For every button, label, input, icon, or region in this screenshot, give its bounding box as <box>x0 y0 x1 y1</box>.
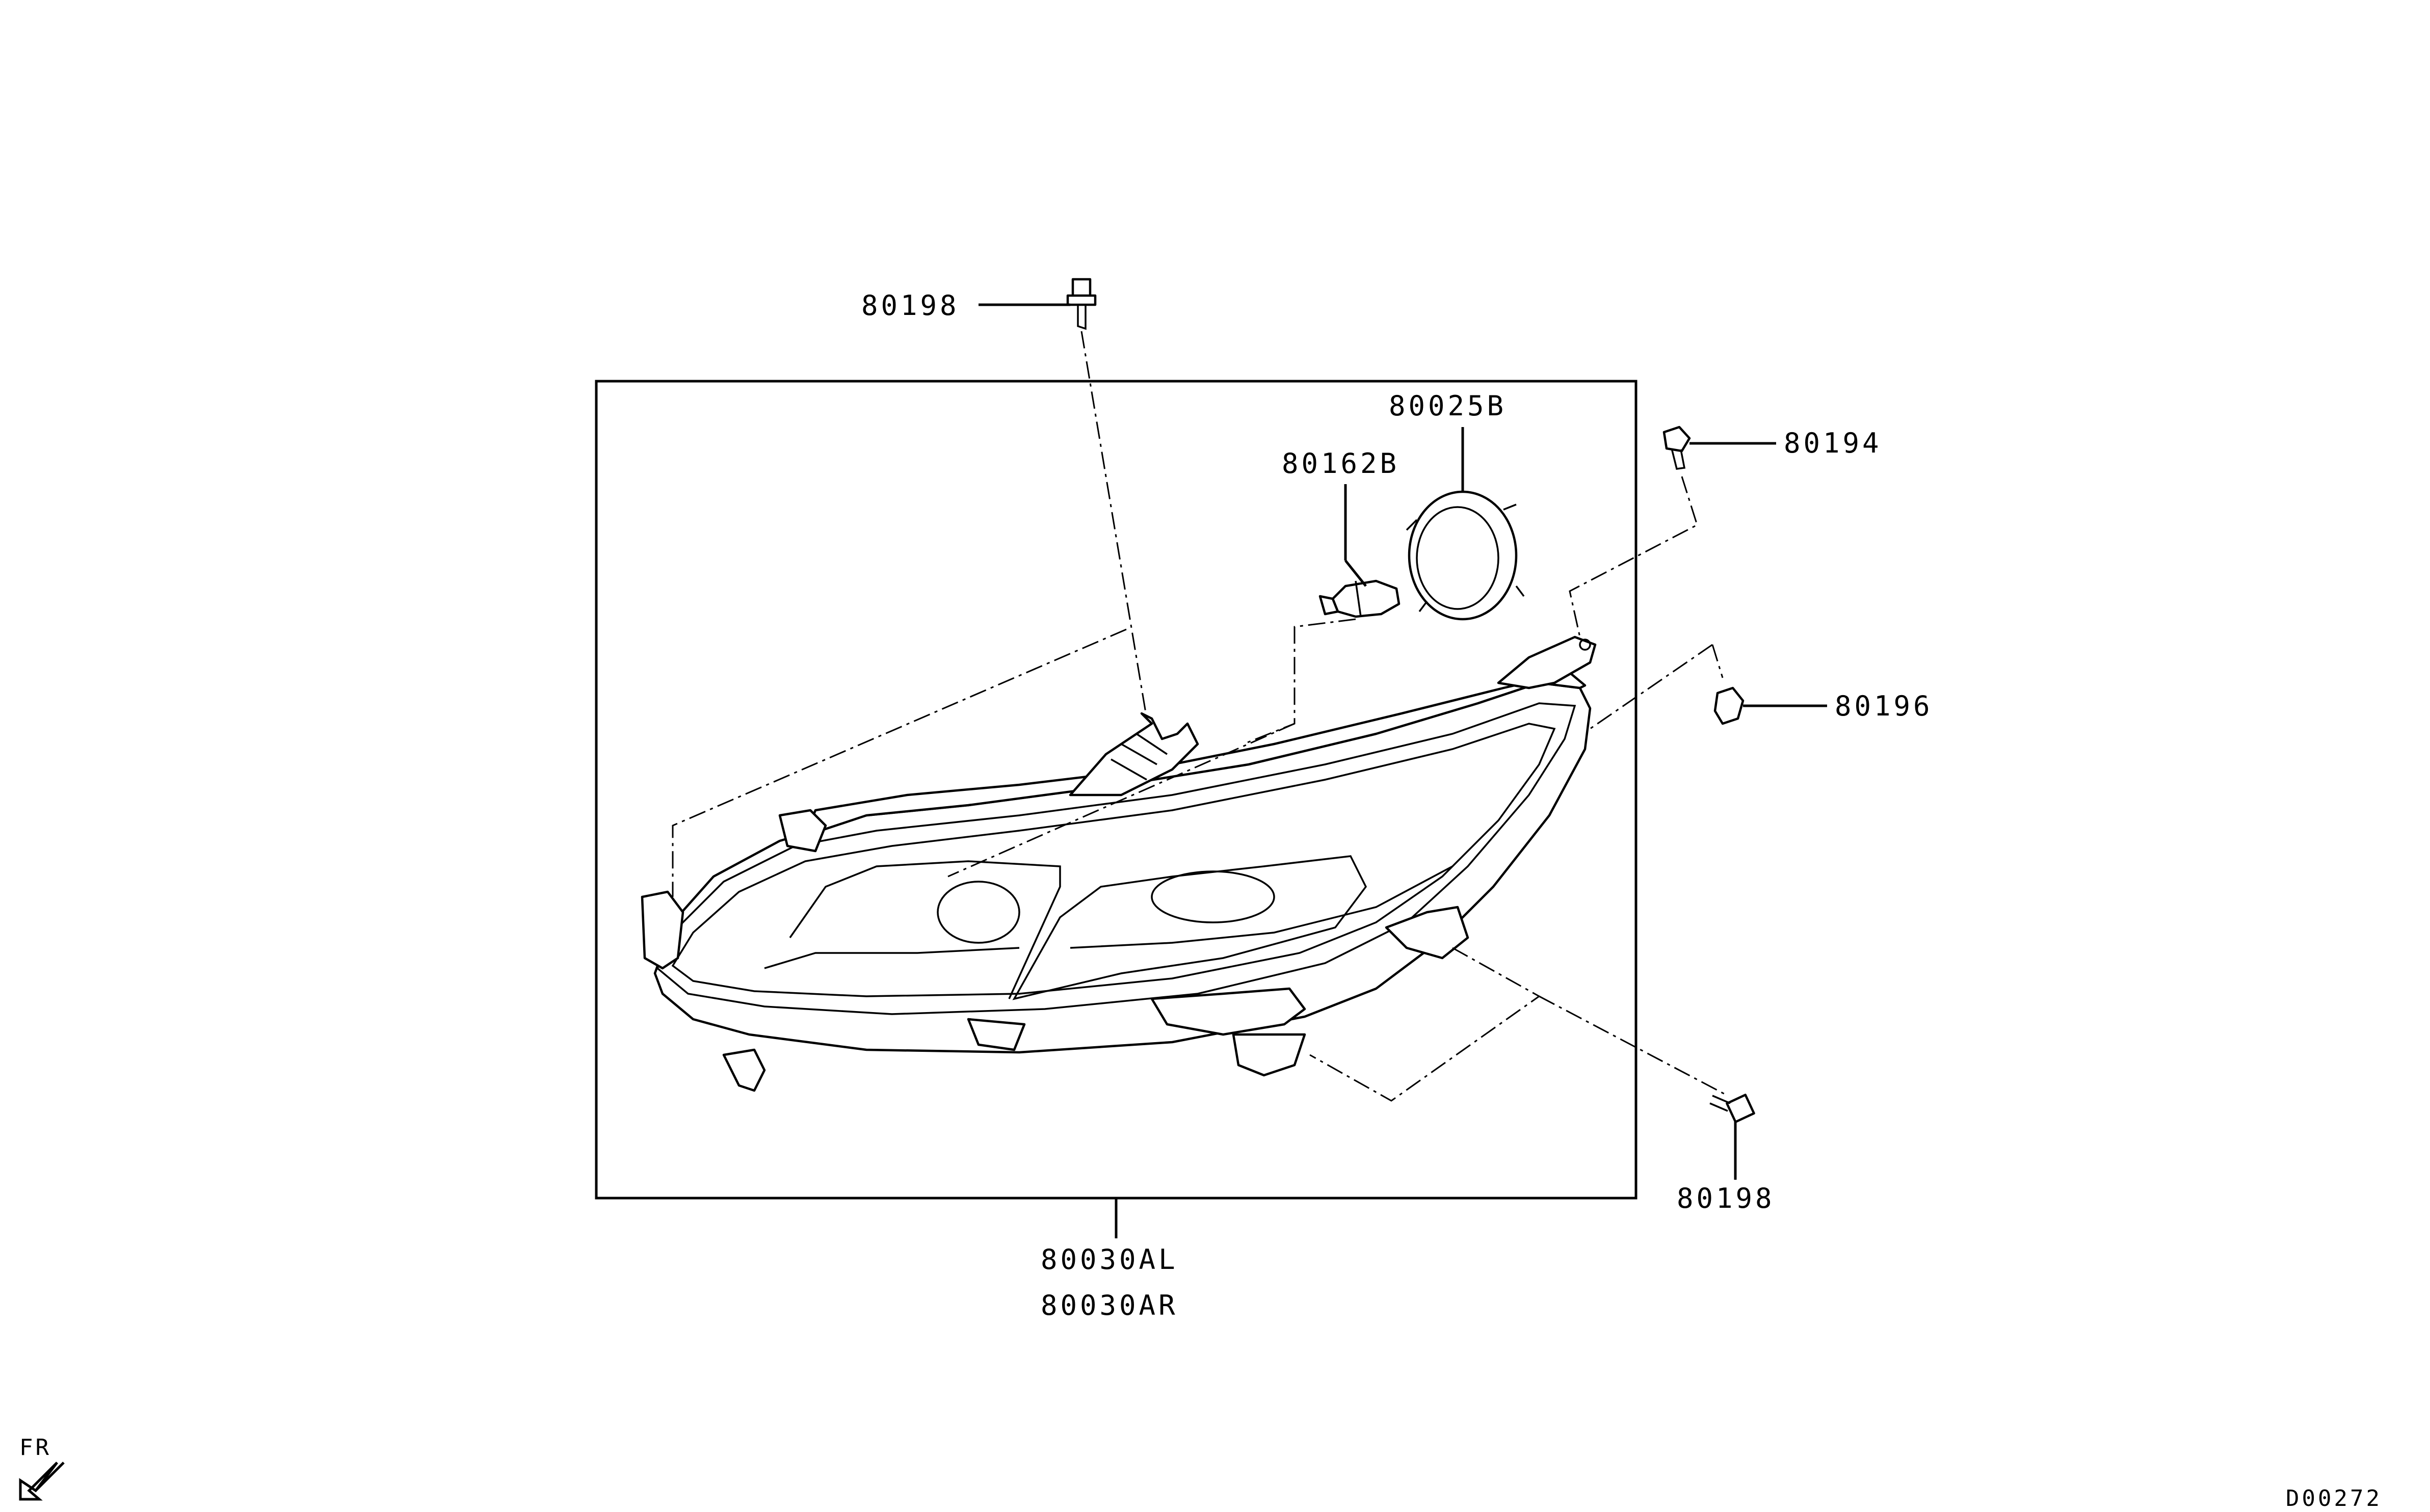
label-bulb: 80162B <box>1282 447 1399 480</box>
reference-lines <box>672 331 1728 1102</box>
bolt-top-drawing <box>1066 278 1097 330</box>
leader-lines <box>979 303 1827 1238</box>
label-headlamp-left: 80030AL <box>1041 1243 1178 1276</box>
label-bulb-socket-cover: 80025B <box>1389 390 1507 422</box>
label-bolt-top: 80198 <box>861 289 960 322</box>
label-headlamp-right: 80030AR <box>1041 1289 1178 1321</box>
clip-right-drawing <box>1713 686 1745 725</box>
bulb-socket-cover-drawing <box>1406 490 1525 621</box>
bulb-drawing <box>1318 579 1401 618</box>
direction-label: FR <box>19 1435 51 1461</box>
label-screw-right-upper: 80194 <box>1784 427 1882 459</box>
screw-right-upper-drawing <box>1662 426 1691 470</box>
bolt-bottom-drawing <box>1709 1094 1755 1123</box>
drawing-code: D00272 <box>2286 1486 2382 1511</box>
front-arrow-icon <box>19 1462 65 1501</box>
label-clip-right: 80196 <box>1835 690 1933 722</box>
headlamp-assembly-drawing <box>641 635 1597 1092</box>
front-direction-indicator: FR <box>19 1435 65 1501</box>
label-bolt-bottom: 80198 <box>1677 1182 1775 1214</box>
